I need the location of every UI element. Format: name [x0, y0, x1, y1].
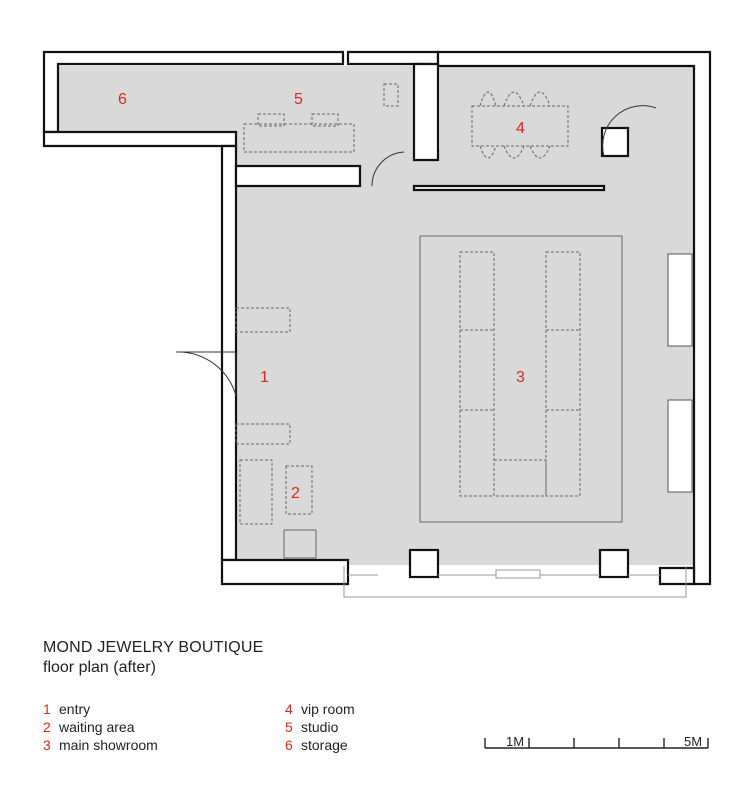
floor-plan: 6 5 4 1 3 2 — [42, 50, 712, 598]
legend-number: 6 — [285, 737, 293, 753]
legend-item: 5 studio — [285, 718, 355, 736]
scale-label-5m: 5M — [684, 734, 702, 749]
plan-title: MOND JEWELRY BOUTIQUE — [43, 639, 264, 656]
room-number-2: 2 — [291, 485, 300, 502]
legend-item: 4 vip room — [285, 700, 355, 718]
doors — [175, 105, 657, 397]
walls — [42, 50, 712, 586]
legend-item: 6 storage — [285, 736, 355, 754]
legend-label: studio — [301, 719, 339, 735]
room-number-6: 6 — [118, 91, 127, 108]
front-window — [343, 566, 687, 598]
room-numbers: 6 5 4 1 3 2 — [118, 91, 525, 502]
scale-label-1m: 1M — [506, 734, 524, 749]
room-number-5: 5 — [294, 91, 303, 108]
legend-column-right: 4 vip room 5 studio 6 storage — [285, 700, 355, 754]
legend-label: storage — [301, 737, 348, 753]
scale-bar: 1M 5M — [484, 734, 709, 749]
legend-number: 1 — [43, 701, 51, 717]
room-number-3: 3 — [516, 369, 525, 386]
legend-item: 1 entry — [43, 700, 158, 718]
legend-number: 3 — [43, 737, 51, 753]
furniture — [235, 83, 623, 559]
room-number-1: 1 — [260, 369, 269, 386]
plan-subtitle: floor plan (after) — [43, 659, 156, 676]
legend-column-left: 1 entry 2 waiting area 3 main showroom — [43, 700, 158, 754]
legend-number: 4 — [285, 701, 293, 717]
legend-label: main showroom — [59, 737, 158, 753]
legend-label: waiting area — [59, 719, 135, 735]
legend-item: 3 main showroom — [43, 736, 158, 754]
legend-number: 2 — [43, 719, 51, 735]
plan-caption: MOND JEWELRY BOUTIQUE floor plan (after) — [43, 638, 264, 678]
legend-label: vip room — [301, 701, 355, 717]
legend-label: entry — [59, 701, 91, 717]
room-number-4: 4 — [516, 120, 525, 137]
right-display-cases — [667, 253, 693, 493]
legend-item: 2 waiting area — [43, 718, 158, 736]
legend-number: 5 — [285, 719, 293, 735]
